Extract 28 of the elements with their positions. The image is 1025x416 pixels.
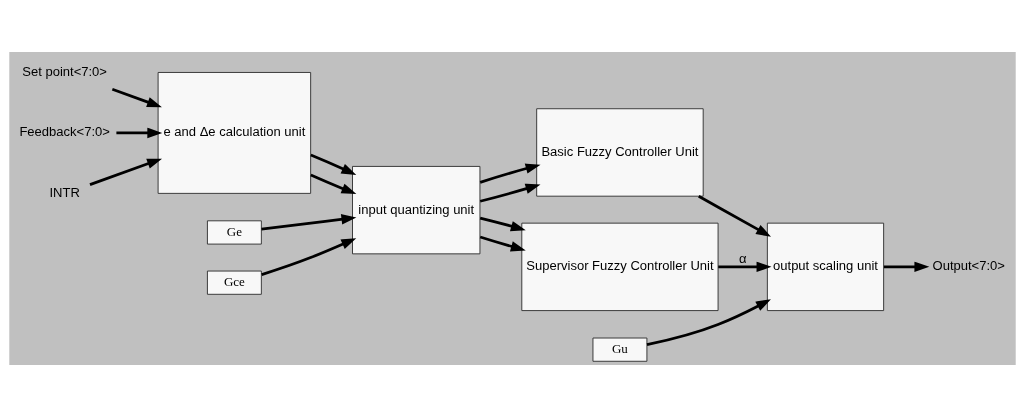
arrow	[698, 194, 771, 237]
node-box: Gce	[206, 270, 262, 295]
arrow	[310, 153, 357, 175]
arrow	[718, 261, 772, 272]
node-box: input quantizing unit	[352, 165, 481, 254]
arrow	[883, 261, 930, 272]
node-box: Gu	[592, 337, 648, 362]
node-box: Ge	[206, 219, 262, 245]
arrow	[261, 213, 357, 231]
arrow	[89, 158, 163, 186]
node-text: INTR	[49, 184, 80, 200]
node-box: output scaling unit	[766, 222, 885, 311]
node-text: Feedback<7:0>	[19, 123, 110, 139]
arrow	[479, 216, 526, 231]
arrow	[479, 183, 541, 203]
arrow	[261, 237, 357, 276]
node-text: Output<7:0>	[932, 257, 1005, 273]
node-box: Basic Fuzzy Controller Unit	[536, 107, 704, 197]
node-text: Set point<7:0>	[22, 63, 107, 79]
arrow	[479, 163, 541, 184]
arrow	[479, 235, 526, 251]
arrow	[646, 298, 771, 346]
arrow	[111, 87, 162, 107]
arrow	[310, 173, 357, 194]
arrow	[116, 127, 163, 138]
node-box: e and Δe calculation unit	[157, 71, 312, 194]
node-box: Supervisor Fuzzy Controller Unit	[521, 222, 719, 311]
edge-label: α	[738, 250, 747, 266]
